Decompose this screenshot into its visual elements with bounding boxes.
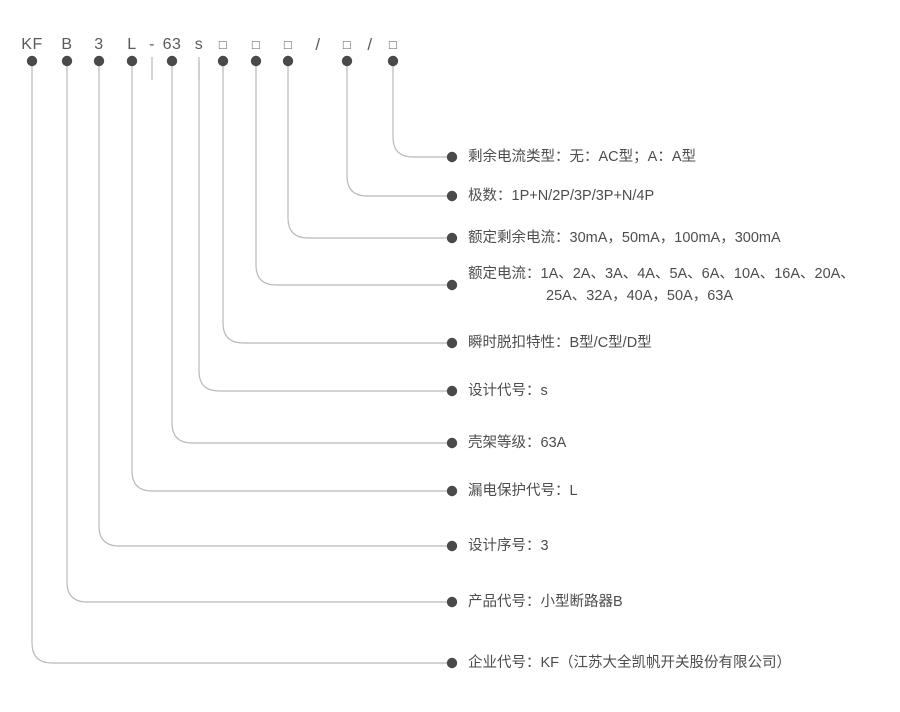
callout-text-rated-residual-current: 额定剩余电流：30mA，50mA，100mA，300mA [468,230,781,246]
code-dot-8 [250,55,262,67]
callout-text-design-code: 设计代号：s [468,383,548,399]
connector-residual-current-type [392,61,452,158]
connector-instantaneous-trip-characteristic [222,61,452,344]
callout-text-frame-rating: 壳架等级：63A [468,435,567,451]
callout-text-rated-current-line2: 25A、32A，40A，50A，63A [546,288,733,304]
callout-label-enterprise-code: 企业代号：KF（江苏大全凯帆开关股份有限公司） [468,652,791,674]
label-dot-pole-number [446,190,458,202]
model-code-token-10: / [315,35,321,54]
connector-design-code [198,61,452,392]
code-dot-9 [282,55,294,67]
callout-label-pole-number: 极数：1P+N/2P/3P/3P+N/4P [468,185,654,207]
label-dot-frame-rating [446,437,458,449]
callout-label-residual-current-type: 剩余电流类型：无：AC型；A：A型 [468,146,696,168]
model-code-token-0: KF [21,36,43,53]
callout-text-residual-current-type: 剩余电流类型：无：AC型；A：A型 [468,149,696,165]
callout-text-rated-current: 额定电流：1A、2A、3A、4A、5A、6A、10A、16A、20A、 [468,266,855,282]
label-dot-design-code [446,385,458,397]
callout-label-rated-residual-current: 额定剩余电流：30mA，50mA，100mA，300mA [468,227,781,249]
code-dot-11 [341,55,353,67]
model-code-token-2: 3 [94,36,104,53]
callout-label-product-code: 产品代号：小型断路器B [468,591,623,613]
code-dot-5 [166,55,178,67]
callout-text-product-code: 产品代号：小型断路器B [468,594,623,610]
label-dot-product-code [446,596,458,608]
model-code-token-5: 63 [162,36,182,53]
callout-text-enterprise-code: 企业代号：KF（江苏大全凯帆开关股份有限公司） [468,655,792,671]
connector-enterprise-code [31,61,452,664]
model-code-token-1: B [61,36,73,53]
model-code-token-4: - [149,36,155,53]
code-dot-3 [126,55,138,67]
model-code-token-8: □ [251,37,261,52]
code-dot-1 [61,55,73,67]
label-dot-instantaneous-trip-characteristic [446,337,458,349]
connector-earth-leakage-code [131,61,452,492]
model-code-token-7: □ [218,37,228,52]
connector-frame-rating [171,61,452,444]
callout-label-instantaneous-trip-characteristic: 瞬时脱扣特性：B型/C型/D型 [468,332,652,354]
code-dot-2 [93,55,105,67]
model-code-token-13: □ [388,37,398,52]
model-code-token-12: / [367,35,373,54]
connector-pole-number [346,61,452,197]
connector-design-sequence [98,61,452,547]
model-code-token-6: s [194,36,204,53]
label-dot-earth-leakage-code [446,485,458,497]
connector-rated-current [255,61,452,286]
label-dot-rated-residual-current [446,232,458,244]
callout-label-rated-current: 额定电流：1A、2A、3A、4A、5A、6A、10A、16A、20A、 25A、3… [468,263,855,307]
code-dot-0 [26,55,38,67]
callout-text-earth-leakage-code: 漏电保护代号：L [468,483,578,499]
label-dot-rated-current [446,279,458,291]
label-dot-residual-current-type [446,151,458,163]
model-code-token-11: □ [342,37,352,52]
callout-label-design-code: 设计代号：s [468,380,548,402]
label-dot-design-sequence [446,540,458,552]
callout-label-design-sequence: 设计序号：3 [468,535,549,557]
code-dot-7 [217,55,229,67]
label-dot-enterprise-code [446,657,458,669]
callout-text-pole-number: 极数：1P+N/2P/3P/3P+N/4P [468,188,655,204]
connector-rated-residual-current [287,61,452,239]
callout-label-earth-leakage-code: 漏电保护代号：L [468,480,578,502]
connector-product-code [66,61,452,603]
model-code-token-3: L [127,36,137,53]
callout-text-instantaneous-trip-characteristic: 瞬时脱扣特性：B型/C型/D型 [468,335,652,351]
code-dot-13 [387,55,399,67]
callout-text-design-sequence: 设计序号：3 [468,538,549,554]
model-code-token-9: □ [283,37,293,52]
callout-label-frame-rating: 壳架等级：63A [468,432,566,454]
model-code-row: KF B 3 L-63 s □ □ □ / □ / □ [0,33,900,59]
